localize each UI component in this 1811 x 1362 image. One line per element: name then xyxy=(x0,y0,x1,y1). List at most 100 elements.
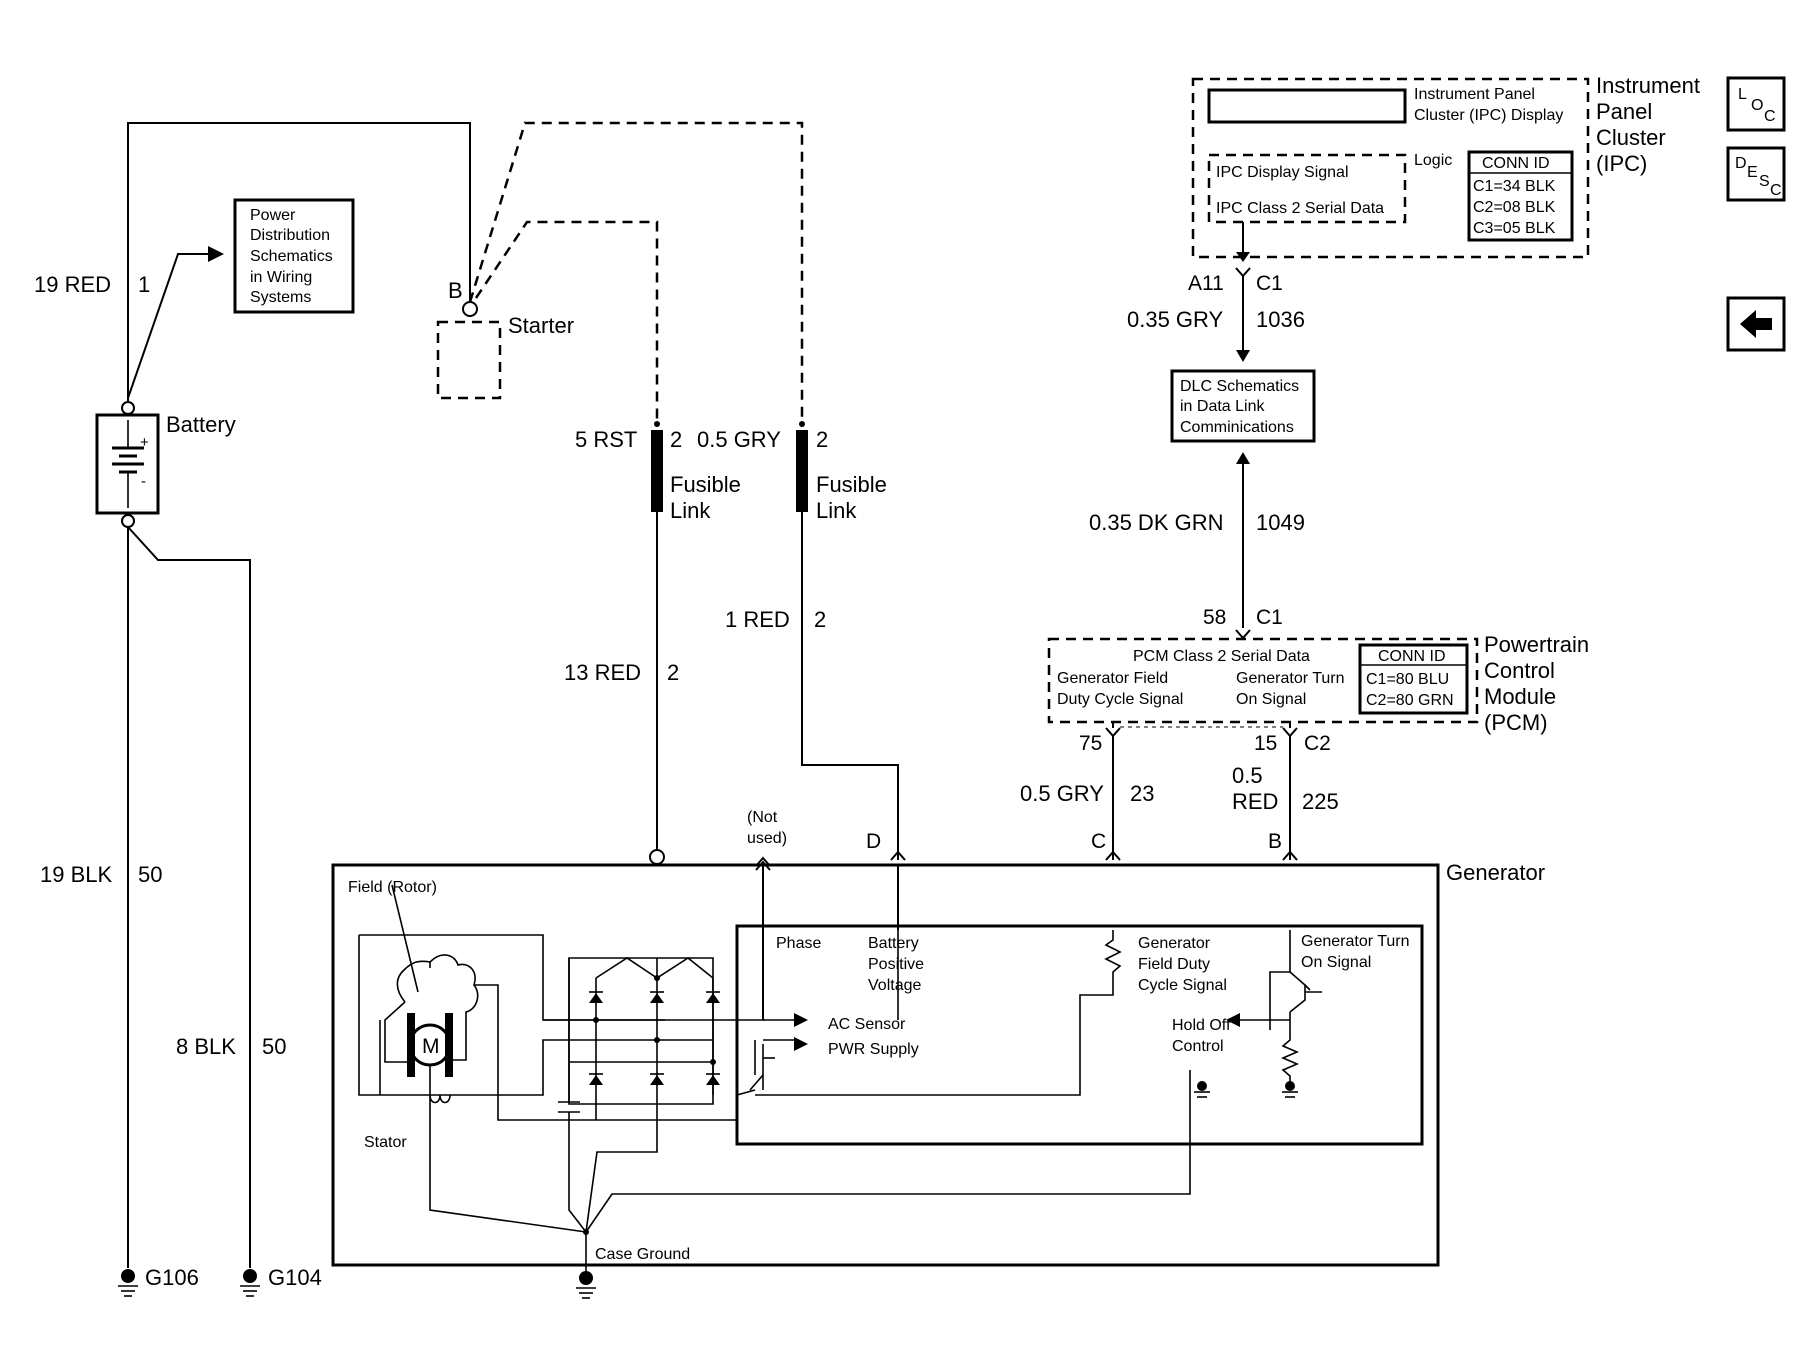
svg-text:Module: Module xyxy=(1484,684,1556,709)
svg-text:0.5 GRY: 0.5 GRY xyxy=(697,427,781,452)
svg-text:19 RED: 19 RED xyxy=(34,272,111,297)
svg-text:D: D xyxy=(866,830,881,853)
svg-text:(Not: (Not xyxy=(747,809,778,826)
svg-text:8 BLK: 8 BLK xyxy=(176,1034,236,1059)
fusible-link-1: 5 RST 2 Fusible Link xyxy=(575,421,741,523)
svg-text:Instrument Panel: Instrument Panel xyxy=(1414,86,1535,103)
loc-button[interactable]: L O C xyxy=(1726,76,1786,132)
svg-text:1049: 1049 xyxy=(1256,510,1305,535)
svg-text:2: 2 xyxy=(814,607,826,632)
svg-text:Generator: Generator xyxy=(1446,860,1545,885)
svg-text:Field Duty: Field Duty xyxy=(1138,956,1210,973)
generator: Generator (Not used) D C B Field (Rotor)… xyxy=(331,809,1545,1299)
svg-text:Cycle Signal: Cycle Signal xyxy=(1138,977,1227,994)
ground-g106: G106 xyxy=(118,1265,199,1297)
svg-text:Control: Control xyxy=(1172,1038,1224,1055)
svg-text:E: E xyxy=(1747,164,1758,181)
svg-text:Link: Link xyxy=(670,498,711,523)
svg-text:C2=08 BLK: C2=08 BLK xyxy=(1473,199,1556,216)
svg-text:23: 23 xyxy=(1130,781,1154,806)
svg-text:Comminications: Comminications xyxy=(1180,419,1294,436)
svg-text:0.5: 0.5 xyxy=(1232,763,1263,788)
ipc-output-wire: A11 C1 0.35 GRY 1036 xyxy=(1127,222,1305,362)
svg-text:-: - xyxy=(141,473,146,490)
svg-text:Generator Turn: Generator Turn xyxy=(1236,670,1345,687)
battery-ground-wires: 19 BLK 50 8 BLK 50 xyxy=(40,526,286,1268)
svg-text:Hold Off: Hold Off xyxy=(1172,1017,1231,1034)
starter: B Starter xyxy=(436,278,574,400)
battery-label: Battery xyxy=(166,412,236,437)
svg-text:Positive: Positive xyxy=(868,956,924,973)
svg-text:2: 2 xyxy=(670,427,682,452)
svg-text:AC Sensor: AC Sensor xyxy=(828,1016,906,1033)
svg-text:G104: G104 xyxy=(268,1265,322,1290)
svg-text:O: O xyxy=(1751,97,1763,114)
svg-text:Link: Link xyxy=(816,498,857,523)
svg-text:G106: G106 xyxy=(145,1265,199,1290)
svg-text:CONN ID: CONN ID xyxy=(1482,155,1550,172)
svg-text:13 RED: 13 RED xyxy=(564,660,641,685)
power-distribution-link xyxy=(127,246,224,399)
svg-text:Stator: Stator xyxy=(364,1134,407,1151)
motor-symbol: M xyxy=(422,1035,440,1058)
svg-text:15: 15 xyxy=(1254,732,1277,755)
svg-text:C: C xyxy=(1770,182,1782,199)
svg-text:50: 50 xyxy=(138,862,162,887)
dlc-box[interactable]: DLC Schematics in Data Link Comminicatio… xyxy=(1170,369,1316,443)
svg-text:75: 75 xyxy=(1079,732,1102,755)
fusible-dashed-leads xyxy=(468,121,804,420)
svg-text:Cluster: Cluster xyxy=(1596,125,1666,150)
svg-text:C2: C2 xyxy=(1304,732,1331,755)
svg-text:used): used) xyxy=(747,830,787,847)
pcm-output-wires: 75 15 C2 0.5 GRY 23 0.5 RED 225 xyxy=(1020,722,1339,860)
svg-text:IPC Class 2 Serial Data: IPC Class 2 Serial Data xyxy=(1216,200,1384,217)
svg-text:Battery: Battery xyxy=(868,935,919,952)
svg-text:Power: Power xyxy=(250,207,296,224)
wire-13-red: 13 RED 2 xyxy=(564,512,679,853)
svg-text:19 BLK: 19 BLK xyxy=(40,862,112,887)
svg-text:Logic: Logic xyxy=(1414,152,1452,169)
svg-text:0.35 GRY: 0.35 GRY xyxy=(1127,307,1224,332)
battery-top-wire: 19 RED 1 xyxy=(34,122,471,408)
svg-text:CONN ID: CONN ID xyxy=(1378,648,1446,665)
ipc-module[interactable]: Instrument Panel Cluster (IPC) Display L… xyxy=(1191,73,1700,259)
pcm-module[interactable]: PCM Class 2 Serial Data Generator Field … xyxy=(1047,632,1589,735)
svg-text:D: D xyxy=(1735,155,1747,172)
svg-text:(PCM): (PCM) xyxy=(1484,710,1548,735)
svg-text:C: C xyxy=(1091,830,1106,853)
svg-text:Cluster (IPC) Display: Cluster (IPC) Display xyxy=(1414,107,1563,124)
svg-text:Generator: Generator xyxy=(1138,935,1211,952)
svg-text:C1=34 BLK: C1=34 BLK xyxy=(1473,178,1556,195)
svg-text:1036: 1036 xyxy=(1256,307,1305,332)
svg-text:Generator Turn: Generator Turn xyxy=(1301,933,1410,950)
svg-text:C1=80 BLU: C1=80 BLU xyxy=(1366,671,1449,688)
svg-text:Systems: Systems xyxy=(250,289,311,306)
svg-text:DLC Schematics: DLC Schematics xyxy=(1180,378,1299,395)
svg-text:Powertrain: Powertrain xyxy=(1484,632,1589,657)
svg-text:S: S xyxy=(1759,173,1770,190)
svg-text:Fusible: Fusible xyxy=(670,472,741,497)
svg-text:On Signal: On Signal xyxy=(1236,691,1306,708)
back-button[interactable] xyxy=(1726,296,1786,352)
svg-text:Phase: Phase xyxy=(776,935,821,952)
battery-symbol: + - Battery xyxy=(95,401,236,528)
svg-text:B: B xyxy=(448,278,463,303)
svg-text:Schematics: Schematics xyxy=(250,248,333,265)
svg-text:On Signal: On Signal xyxy=(1301,954,1371,971)
svg-text:in Data Link: in Data Link xyxy=(1180,398,1265,415)
fusible-link-2: 0.5 GRY 2 Fusible Link xyxy=(697,421,887,523)
desc-button[interactable]: D E S C xyxy=(1726,146,1786,202)
svg-text:50: 50 xyxy=(262,1034,286,1059)
svg-text:Fusible: Fusible xyxy=(816,472,887,497)
svg-text:C2=80 GRN: C2=80 GRN xyxy=(1366,692,1454,709)
svg-text:2: 2 xyxy=(667,660,679,685)
svg-text:0.5 GRY: 0.5 GRY xyxy=(1020,781,1104,806)
svg-text:Duty Cycle Signal: Duty Cycle Signal xyxy=(1057,691,1183,708)
svg-text:Distribution: Distribution xyxy=(250,227,330,244)
svg-text:L: L xyxy=(1738,86,1747,103)
svg-text:Case Ground: Case Ground xyxy=(595,1246,690,1263)
svg-text:225: 225 xyxy=(1302,789,1339,814)
power-distribution-box[interactable]: Power Distribution Schematics in Wiring … xyxy=(233,198,355,314)
dlc-wire: 0.35 DK GRN 1049 58 C1 xyxy=(1089,452,1305,640)
